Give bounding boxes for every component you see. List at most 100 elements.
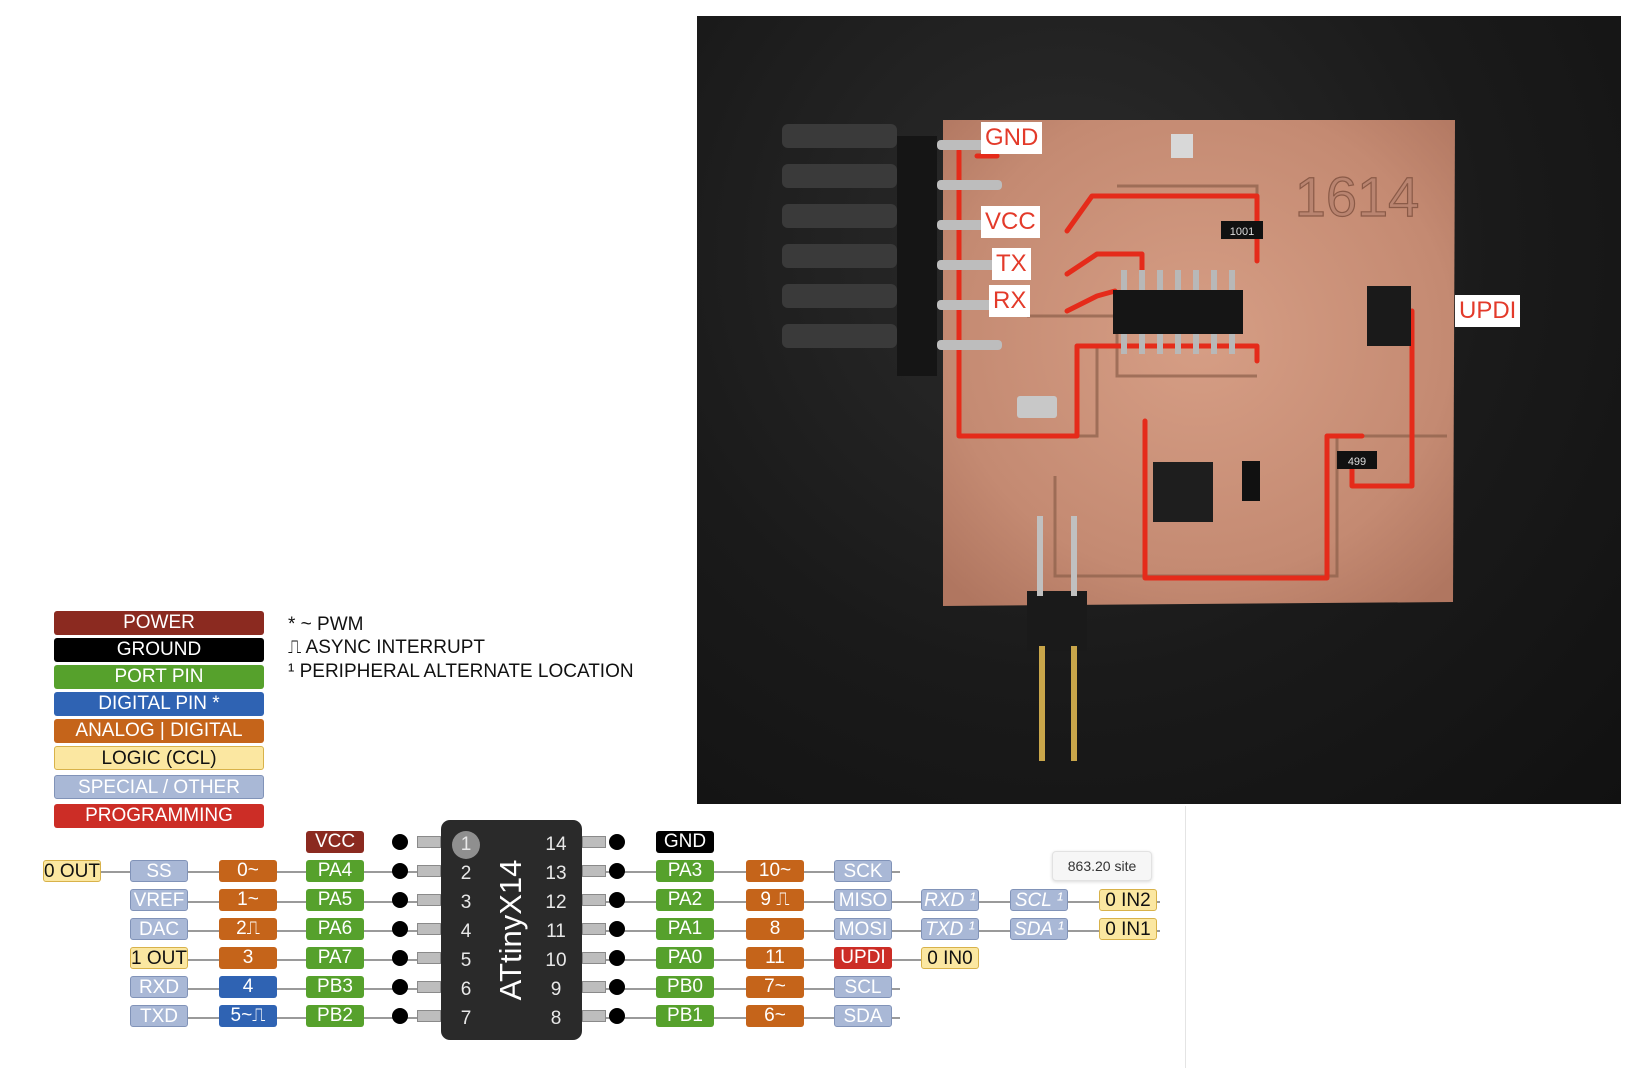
left-pin-header (782, 124, 1002, 376)
pin-number: 12 (545, 892, 567, 913)
photo-label-vcc: VCC (981, 206, 1040, 238)
chip-lead (582, 894, 606, 906)
pin-dot (392, 892, 408, 908)
site-badge: 863.20 site (1052, 851, 1152, 881)
pin-analog-label: 9 ⎍ (746, 889, 804, 911)
pin-analog-label: 10~ (746, 860, 804, 882)
pin-port-label: PB1 (656, 1005, 714, 1027)
chip-lead (417, 836, 441, 848)
pin-digital-label: 5~⎍ (219, 1005, 277, 1027)
resistor-mark-1: 1001 (1230, 226, 1254, 238)
pin-alt-label: SCL ¹ (1010, 889, 1068, 911)
pin-number: 13 (545, 863, 567, 884)
resistor-mark-2: 499 (1348, 456, 1366, 468)
bottom-pin-header (1027, 516, 1087, 761)
pin-port-label: PA1 (656, 918, 714, 940)
pin-dot (392, 1008, 408, 1024)
pin-dot (392, 863, 408, 879)
chip-body: ATtinyX14 1 2 3 4 5 6 7 14 13 12 11 10 9… (441, 820, 582, 1040)
legend-logic-ccl: LOGIC (CCL) (54, 746, 264, 770)
jumper-block (1153, 462, 1213, 522)
pin-dot (609, 834, 625, 850)
pin-analog-label: 1~ (219, 889, 277, 911)
pin-logic-label: 0 IN1 (1099, 918, 1157, 940)
connector-line (160, 1017, 420, 1019)
pin-number: 2 (460, 863, 472, 884)
pin-port-label: PA2 (656, 889, 714, 911)
updi-header (1367, 286, 1411, 346)
chip-lead (582, 923, 606, 935)
photo-label-rx: RX (989, 285, 1031, 317)
pin-analog-label: 11 (746, 947, 804, 969)
resistor (1242, 461, 1260, 501)
pin-number: 14 (545, 834, 567, 855)
connector-line (160, 901, 420, 903)
pin-dot (392, 834, 408, 850)
photo-label-tx: TX (992, 248, 1031, 280)
pin-special-label: TXD (130, 1005, 188, 1027)
chip-lead (417, 952, 441, 964)
legend-analog-digital: ANALOG | DIGITAL (54, 719, 264, 743)
legend-power: POWER (54, 611, 264, 635)
pin-vcc: VCC (306, 831, 364, 853)
chip-lead (582, 981, 606, 993)
pin-logic-label: 0 OUT (43, 860, 101, 882)
pin-port-label: PA6 (306, 918, 364, 940)
pin-port-label: PA7 (306, 947, 364, 969)
pin-dot (609, 1008, 625, 1024)
pin-number: 4 (460, 921, 472, 942)
pin-special-label: SCK (834, 860, 892, 882)
pin-number: 10 (545, 950, 567, 971)
divider (1185, 806, 1186, 1068)
pin-number: 9 (550, 979, 562, 1000)
chip-lead (582, 1010, 606, 1022)
pin-number: 3 (460, 892, 472, 913)
connector-line (160, 930, 420, 932)
pin1-marker (452, 831, 480, 859)
chip-lead (582, 865, 606, 877)
pin-port-label: PA5 (306, 889, 364, 911)
pin-special-label: MISO (834, 889, 892, 911)
pin-special-label: SDA (834, 1005, 892, 1027)
pin-analog-label: 8 (746, 918, 804, 940)
photo-label-updi: UPDI (1455, 295, 1521, 327)
pin-logic-label: 1 OUT (130, 947, 188, 969)
pin-special-label: SCL (834, 976, 892, 998)
pin-number: 8 (550, 1008, 562, 1029)
connector-line (160, 988, 420, 990)
legend-note-peripheral-alt: ¹ PERIPHERAL ALTERNATE LOCATION (288, 661, 634, 682)
led (1171, 134, 1193, 158)
pin-dot (392, 921, 408, 937)
pin-logic-label: 0 IN0 (921, 947, 979, 969)
pin-digital-label: 4 (219, 976, 277, 998)
legend-special-other: SPECIAL / OTHER (54, 775, 264, 799)
pcb-illustration: 1001 499 1614 (782, 120, 1455, 761)
pin-dot (609, 921, 625, 937)
pin-number: 1 (460, 834, 472, 855)
legend-note-async-interrupt: ⎍ ASYNC INTERRUPT (288, 637, 485, 658)
pin-number: 5 (460, 950, 472, 971)
legend-note-pwm: * ~ PWM (288, 614, 364, 635)
pin-dot (609, 863, 625, 879)
legend-digital-pin: DIGITAL PIN * (54, 692, 264, 716)
pin-dot (392, 950, 408, 966)
pin-special-label: MOSI (834, 918, 892, 940)
pin-number: 7 (460, 1008, 472, 1029)
pin-dot (609, 892, 625, 908)
chip-lead (417, 981, 441, 993)
pin-dot (609, 950, 625, 966)
pin-analog-label: 2⎍ (219, 918, 277, 940)
pin-port-label: PA4 (306, 860, 364, 882)
pin-special-label: VREF (130, 889, 188, 911)
pin-port-label: PB0 (656, 976, 714, 998)
pin-number: 6 (460, 979, 472, 1000)
legend-port-pin: PORT PIN (54, 665, 264, 689)
pin-analog-label: 7~ (746, 976, 804, 998)
legend-programming: PROGRAMMING (54, 804, 264, 828)
attiny-ic (1113, 270, 1243, 354)
pin-updi-label: UPDI (834, 947, 892, 969)
pin-analog-label: 6~ (746, 1005, 804, 1027)
pin-port-label: PA3 (656, 860, 714, 882)
pin-number: 11 (546, 921, 566, 942)
chip-name: ATtinyX14 (493, 859, 528, 1001)
